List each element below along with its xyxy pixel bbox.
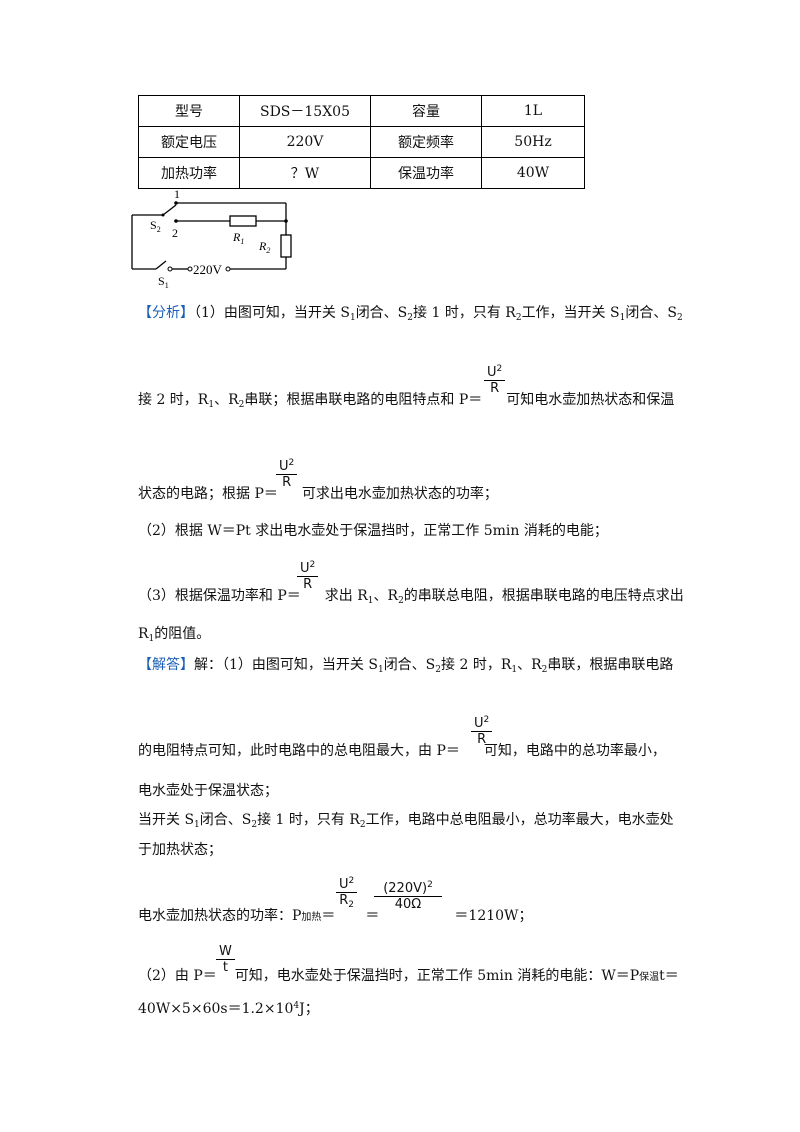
- table-cell: 型号: [138, 95, 240, 127]
- voltage-label: 220V: [193, 262, 223, 277]
- circuit-diagram: 1 2 S2 S1 R1 R2 220V: [131, 187, 292, 290]
- contact-2-label: 2: [172, 226, 178, 240]
- table-cell: 保温功率: [370, 157, 482, 189]
- s1-label: S1: [158, 274, 169, 290]
- analysis-line-4: （2）根据 W＝Pt 求出电水壶处于保温挡时，正常工作 5min 消耗的电能；: [138, 523, 608, 539]
- spec-table: 型号 SDS－15X05 容量 1L 额定电压 220V 额定频率 50Hz 加…: [138, 95, 585, 189]
- answer-line-6: 电水壶加热状态的功率：P加热＝＝＝1210W；: [138, 908, 533, 924]
- table-cell: 额定电压: [138, 126, 240, 158]
- analysis-tag: 【分析】: [138, 305, 194, 321]
- analysis-line-5: （3）根据保温功率和 P＝求出 R1、R2的串联总电阻，根据串联电路的电压特点求…: [138, 588, 684, 606]
- answer-line-7: （2）由 P＝可知，电水壶处于保温挡时，正常工作 5min 消耗的电能：W＝P保…: [138, 968, 679, 984]
- table-cell: 50Hz: [481, 126, 585, 158]
- analysis-line-6: R1的阻值。: [138, 626, 211, 644]
- analysis-line-1: 【分析】（1）由图可知，当开关 S1闭合、S2接 1 时，只有 R2工作，当开关…: [138, 305, 683, 323]
- table-cell: 容量: [370, 95, 482, 127]
- answer-line-2: 的电阻特点可知，此时电路中的总电阻最大，由 P＝可知，电路中的总功率最小，: [138, 743, 666, 759]
- answer-line-3: 电水壶处于保温状态；: [138, 783, 278, 799]
- table-cell: 额定频率: [370, 126, 482, 158]
- r2-label: R2: [258, 239, 270, 255]
- answer-line-5: 于加热状态；: [138, 842, 222, 858]
- s2-label: S2: [150, 218, 161, 234]
- table-cell: SDS－15X05: [239, 95, 371, 127]
- answer-line-4: 当开关 S1闭合、S2接 1 时，只有 R2工作，电路中总电阻最小，总功率最大，…: [138, 812, 674, 830]
- table-cell: 1L: [481, 95, 585, 127]
- answer-line-8: 40W×5×60s＝1.2×104J；: [138, 1001, 319, 1017]
- r1-label: R1: [232, 230, 244, 246]
- analysis-line-3: 状态的电路；根据 P＝可求出电水壶加热状态的功率；: [138, 486, 498, 502]
- table-row: 额定电压 220V 额定频率 50Hz: [138, 126, 585, 158]
- analysis-line-2: 接 2 时，R1、R2串联；根据串联电路的电阻特点和 P＝可知电水壶加热状态和保…: [138, 392, 675, 410]
- table-cell: ？W: [239, 157, 371, 189]
- table-cell: 40W: [481, 157, 585, 189]
- table-row: 型号 SDS－15X05 容量 1L: [138, 95, 585, 127]
- table-row: 加热功率 ？W 保温功率 40W: [138, 157, 585, 189]
- answer-line-1: 【解答】解：（1）由图可知，当开关 S1闭合、S2接 2 时，R1、R2串联，根…: [138, 657, 674, 675]
- answer-tag: 【解答】: [138, 657, 194, 673]
- contact-1-label: 1: [174, 187, 180, 201]
- table-cell: 220V: [239, 126, 371, 158]
- table-cell: 加热功率: [138, 157, 240, 189]
